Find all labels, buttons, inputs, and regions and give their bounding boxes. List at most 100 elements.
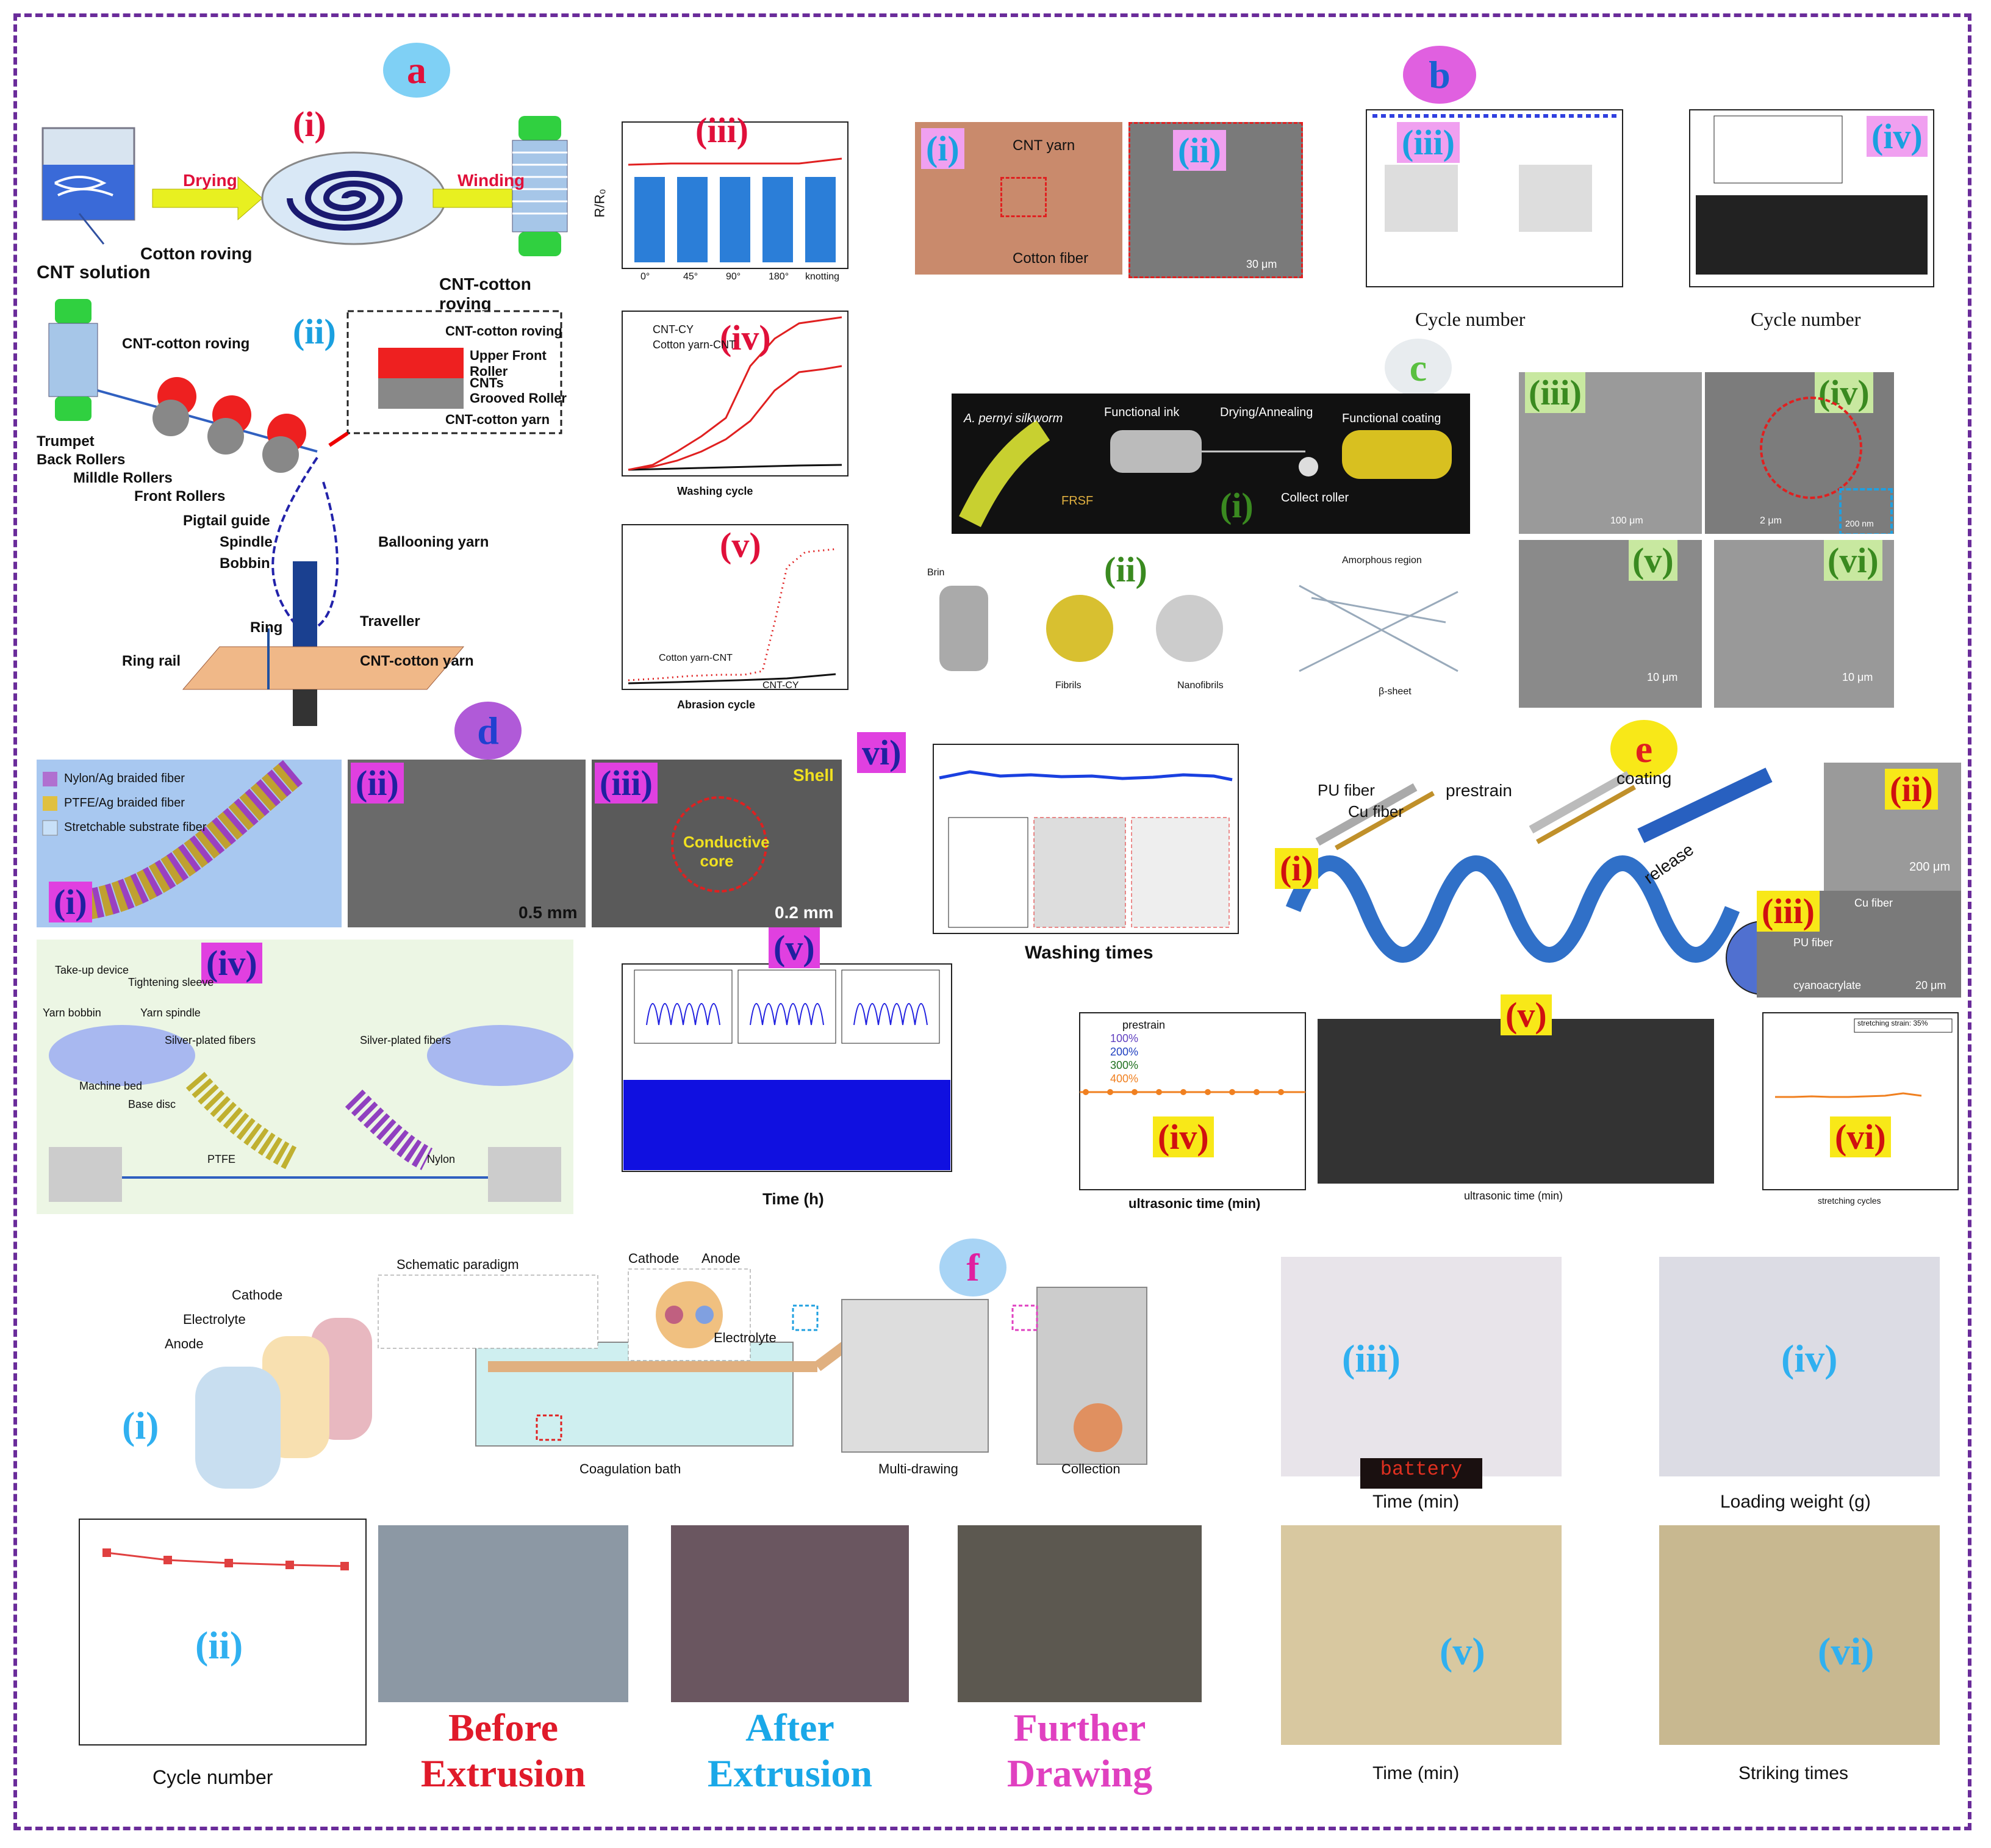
panel-c-iii-tag: (iii) [1525, 372, 1585, 413]
c-iii-micrograph: (iii) 100 μm [1519, 372, 1702, 534]
f-electrolyte2: Electrolyte [714, 1330, 777, 1345]
e-iii-label-1: PU fiber [1793, 937, 1834, 949]
panel-f-iv: (iv) Loading weight (g) [1598, 1245, 1952, 1513]
f-i-svg [195, 1268, 1147, 1489]
panel-a-ii-tag: (ii) [293, 312, 336, 351]
label-drying: Drying [183, 171, 237, 190]
d-v-xlabel: Time (h) [762, 1190, 824, 1208]
d-iii-scale: 0.2 mm [775, 903, 834, 922]
f-caption-before-1: Before [448, 1706, 559, 1749]
f-vi-photo [1659, 1525, 1940, 1745]
label-ii-11: Ring rail [122, 653, 181, 669]
label-cnt-solution: CNT solution [37, 262, 151, 282]
c-coating: Functional coating [1342, 412, 1441, 425]
d-i-svg [42, 760, 303, 921]
panel-d-ii-tag: (ii) [351, 763, 404, 804]
e-vi-chart [1762, 1012, 1959, 1190]
label-cnt-cotton-roving: CNT-cotton roving [439, 275, 531, 313]
panel-a-i-tag: (i) [293, 104, 326, 144]
panel-b-iii-chart [1366, 109, 1623, 287]
e-v-xlabel: ultrasonic time (min) [1464, 1190, 1563, 1202]
panel-c-i-tag: (i) [1220, 486, 1254, 525]
e-cu: Cu fiber [1348, 802, 1404, 821]
e-v-grid [1318, 1019, 1714, 1184]
d-iv-label-7: Base disc [128, 1098, 176, 1110]
panel-e-vi: stretching strain: 35% (vi) stretching c… [1732, 1007, 1964, 1214]
f-anode: Anode [165, 1336, 204, 1351]
d-iv-svg [49, 1025, 573, 1202]
panel-e-iv: prestrain 100% 200% 300% 400% (iv) ultra… [1043, 1007, 1318, 1214]
e-iii-label-0: Cu fiber [1854, 897, 1893, 909]
f-caption-after-2: Extrusion [707, 1752, 873, 1795]
d-iv-label-0: Take-up device [55, 964, 129, 976]
d-iii-core: Conductive core [683, 833, 770, 870]
panel-d-v-tag: (v) [769, 927, 820, 968]
f-coag: Coagulation bath [579, 1461, 681, 1476]
d-vi-xlabel: Washing times [1025, 943, 1153, 963]
panel-f-letter: f [966, 1245, 980, 1289]
c-ii-label-3: Amorphous region [1342, 555, 1422, 566]
d-i-legend-1: PTFE/Ag braided fiber [64, 796, 185, 810]
f-caption-further-2: Drawing [1006, 1752, 1153, 1795]
panel-a-ii: (ii) CNT-cotton roving Trumpet Back Roll… [37, 299, 573, 726]
d-vi-chart [933, 744, 1239, 934]
panel-c-letter: c [1409, 345, 1427, 389]
b-ii-scale: 30 μm [1246, 258, 1277, 270]
d-v-chart [622, 963, 952, 1172]
e-iv-legend-2: 300% [1110, 1059, 1139, 1071]
e-coating: coating [1616, 769, 1672, 788]
panel-d-vi: vi) Washing times [854, 732, 1250, 970]
panel-c-vi-tag: (vi) [1824, 540, 1882, 581]
a-iii-angle-2: 90° [726, 271, 741, 282]
e-iv-legend-0: 100% [1110, 1032, 1139, 1044]
panel-a-letter: a [407, 48, 426, 92]
panel-a-badge: a [383, 43, 450, 98]
panel-e-v: (v) ultrasonic time (min) [1318, 994, 1714, 1214]
f-cathode2: Cathode [628, 1251, 680, 1266]
a-iii-angle-3: 180° [769, 271, 789, 282]
f-iii-photo [1281, 1257, 1562, 1476]
panel-a-iii: (iii) R/R₀ 0° 45° 90° 180° knotting [586, 110, 854, 293]
c-vi-scale: 10 μm [1842, 671, 1873, 683]
panel-a-v: (v) Cotton yarn-CNT CNT-CY Abrasion cycl… [586, 519, 854, 720]
label-ii-0: CNT-cotton roving [122, 336, 250, 352]
d-ii-micrograph: (ii) 0.5 mm [348, 760, 586, 927]
c-ink: Functional ink [1104, 406, 1180, 419]
e-iv-legend-1: 200% [1110, 1046, 1139, 1058]
panel-a-i-schematic [41, 116, 568, 256]
c-drying: Drying/Annealing [1220, 406, 1313, 419]
d-iv-label-2: Yarn bobbin [43, 1007, 101, 1019]
panel-b-ii-tag: (ii) [1173, 130, 1226, 171]
label-ii-12: CNT-cotton yarn [360, 653, 474, 669]
label-ii-10: Traveller [360, 613, 420, 630]
c-silkworm: A. pernyi silkworm [964, 412, 1063, 425]
panel-e-ii-tag: (ii) [1885, 769, 1938, 810]
e-iii-micrograph: (iii) Cu fiber PU fiber cyanoacrylate 20… [1757, 891, 1961, 998]
f-further-micrograph [958, 1525, 1202, 1702]
panel-f-ii-tag: (ii) [195, 1623, 243, 1667]
label-ii-9: Ring [250, 619, 283, 636]
panel-b-iii: (iii) Cycle number [1318, 98, 1635, 330]
c-ii-svg [939, 584, 1458, 672]
a-v-xlabel: Abrasion cycle [677, 699, 756, 711]
e-ii-micrograph: (ii) 200 μm [1824, 763, 1961, 891]
c-frsf: FRSF [1061, 494, 1094, 508]
c-v-micrograph: (v) 10 μm [1519, 540, 1702, 708]
panel-d-badge: d [454, 702, 522, 760]
label-ii-5: Pigtail guide [183, 512, 270, 529]
panel-d-i-tag: (i) [49, 882, 92, 922]
label-ii-1: Trumpet [37, 433, 95, 450]
label-winding: Winding [457, 171, 525, 190]
a-v-legend-0: Cotton yarn-CNT [659, 653, 733, 663]
d-iii-core-circle [671, 796, 767, 893]
d-iv-label-6: Machine bed [79, 1080, 143, 1092]
f-vi-xlabel: Striking times [1738, 1763, 1849, 1783]
a-iii-ylabel: R/R₀ [592, 189, 608, 218]
f-caption-before-2: Extrusion [420, 1752, 586, 1795]
c-iii-scale: 100 μm [1610, 516, 1643, 526]
panel-d-i: Nylon/Ag braided fiber PTFE/Ag braided f… [37, 760, 342, 927]
d-i-legend-0: Nylon/Ag braided fiber [64, 772, 185, 785]
a-iv-legend-0: CNT-CY [653, 323, 694, 336]
d-iv-label-5: Silver-plated fibers [360, 1034, 451, 1046]
panel-e-letter: e [1635, 727, 1653, 771]
